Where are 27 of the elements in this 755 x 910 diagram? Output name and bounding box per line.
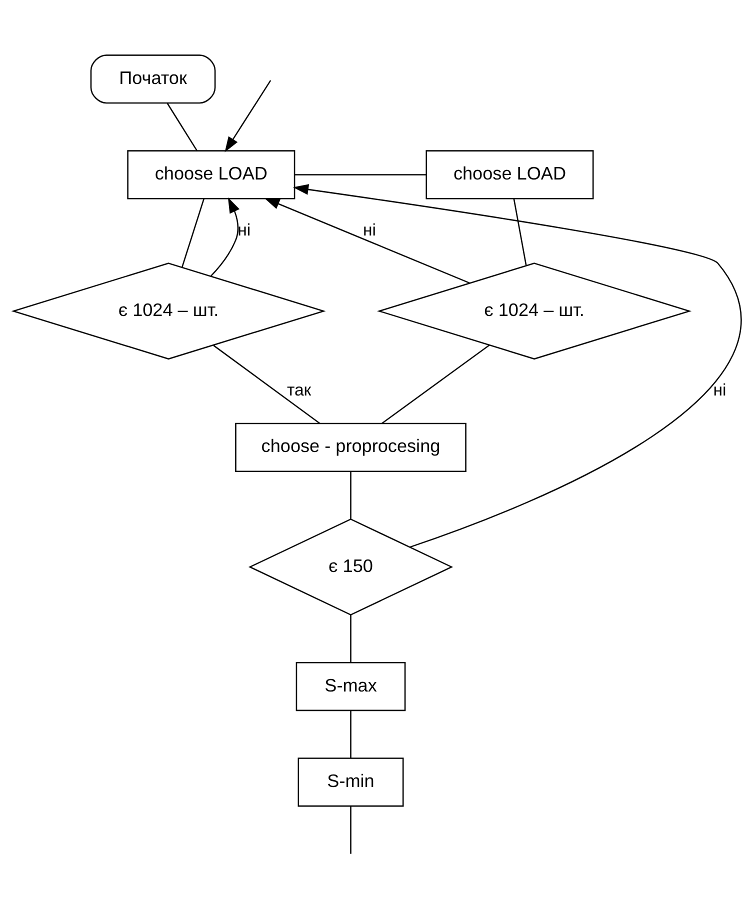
node-box: Початок [90, 54, 216, 104]
node-box: S-max [296, 662, 406, 712]
edge-label: так [286, 380, 312, 400]
connector [182, 198, 205, 268]
edge-label: ні [362, 220, 376, 240]
connector [350, 806, 352, 854]
node-diamond: є 1024 – шт. [377, 262, 692, 360]
connector [513, 198, 527, 266]
node-box: choose LOAD [127, 150, 296, 200]
node-box: choose LOAD [426, 150, 594, 200]
connector [350, 614, 352, 662]
edge-label: ні [713, 380, 726, 400]
arrow [210, 197, 240, 277]
node-box: choose - proprocesing [235, 422, 466, 472]
connector [382, 344, 490, 424]
connector [166, 103, 198, 152]
arrow [264, 198, 470, 284]
node-diamond: є 150 [248, 518, 454, 616]
connector [294, 174, 426, 176]
arrow [292, 184, 742, 548]
connector [213, 344, 320, 424]
edge-label: ні [238, 220, 251, 240]
connector [350, 710, 352, 758]
node-box: S-min [298, 758, 404, 807]
arrow [224, 80, 272, 152]
node-diamond: є 1024 – шт. [11, 262, 326, 360]
connector [350, 472, 352, 519]
